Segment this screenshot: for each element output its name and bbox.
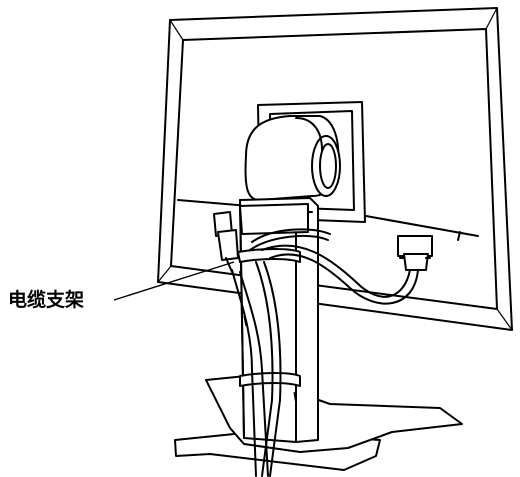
tilt-hinge [244, 115, 341, 201]
left-connector [213, 211, 239, 273]
right-connector [397, 235, 433, 271]
cable-holder-label: 电缆支架 [8, 289, 85, 311]
cables [231, 228, 419, 477]
callout-leader-line [113, 261, 235, 301]
